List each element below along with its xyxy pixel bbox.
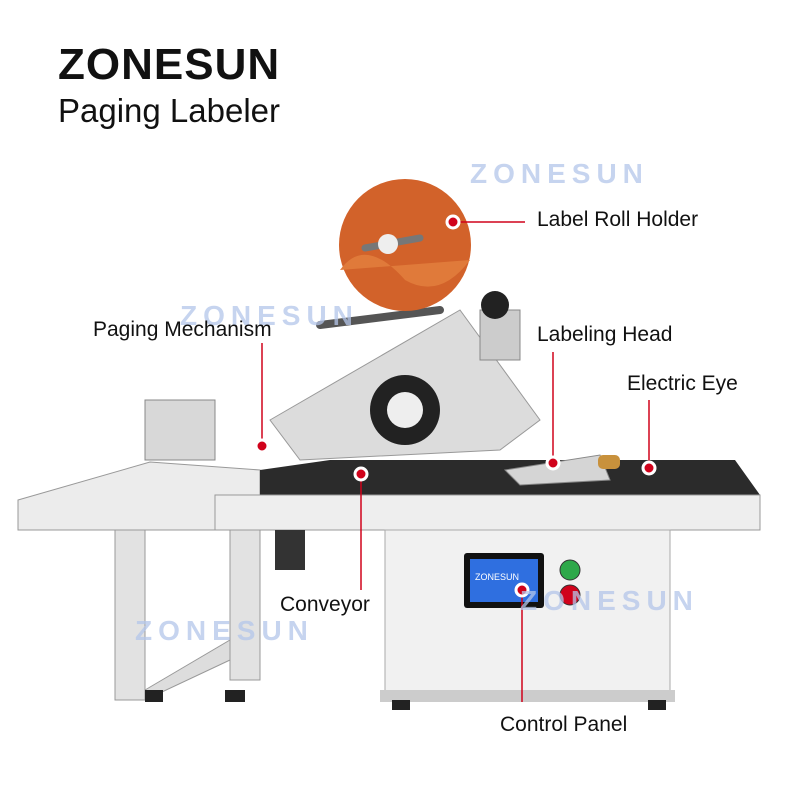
callout-control-panel: Control Panel bbox=[500, 713, 628, 736]
screen-logo: ZONESUN bbox=[475, 572, 519, 582]
conveyor-body bbox=[214, 460, 761, 710]
callout-label-roll-holder: Label Roll Holder bbox=[537, 208, 699, 231]
product-title: Paging Labeler bbox=[58, 92, 281, 129]
callout-labeling-head: Labeling Head bbox=[537, 323, 673, 346]
feeder-frame bbox=[17, 399, 261, 702]
watermark: ZONESUN bbox=[180, 300, 359, 331]
callout-dots bbox=[254, 214, 657, 598]
callout-paging-mechanism: Paging Mechanism bbox=[93, 318, 272, 341]
label-roll-holder-disc bbox=[339, 179, 471, 311]
labeling-head bbox=[269, 291, 620, 486]
callout-electric-eye: Electric Eye bbox=[627, 372, 738, 395]
callout-conveyor: Conveyor bbox=[280, 593, 370, 616]
callout-lines bbox=[261, 221, 650, 702]
watermark: ZONESUN bbox=[520, 585, 699, 616]
watermark: ZONESUN bbox=[470, 158, 649, 189]
brand-logo: ZONESUN bbox=[58, 40, 281, 89]
watermark: ZONESUN bbox=[135, 615, 314, 646]
